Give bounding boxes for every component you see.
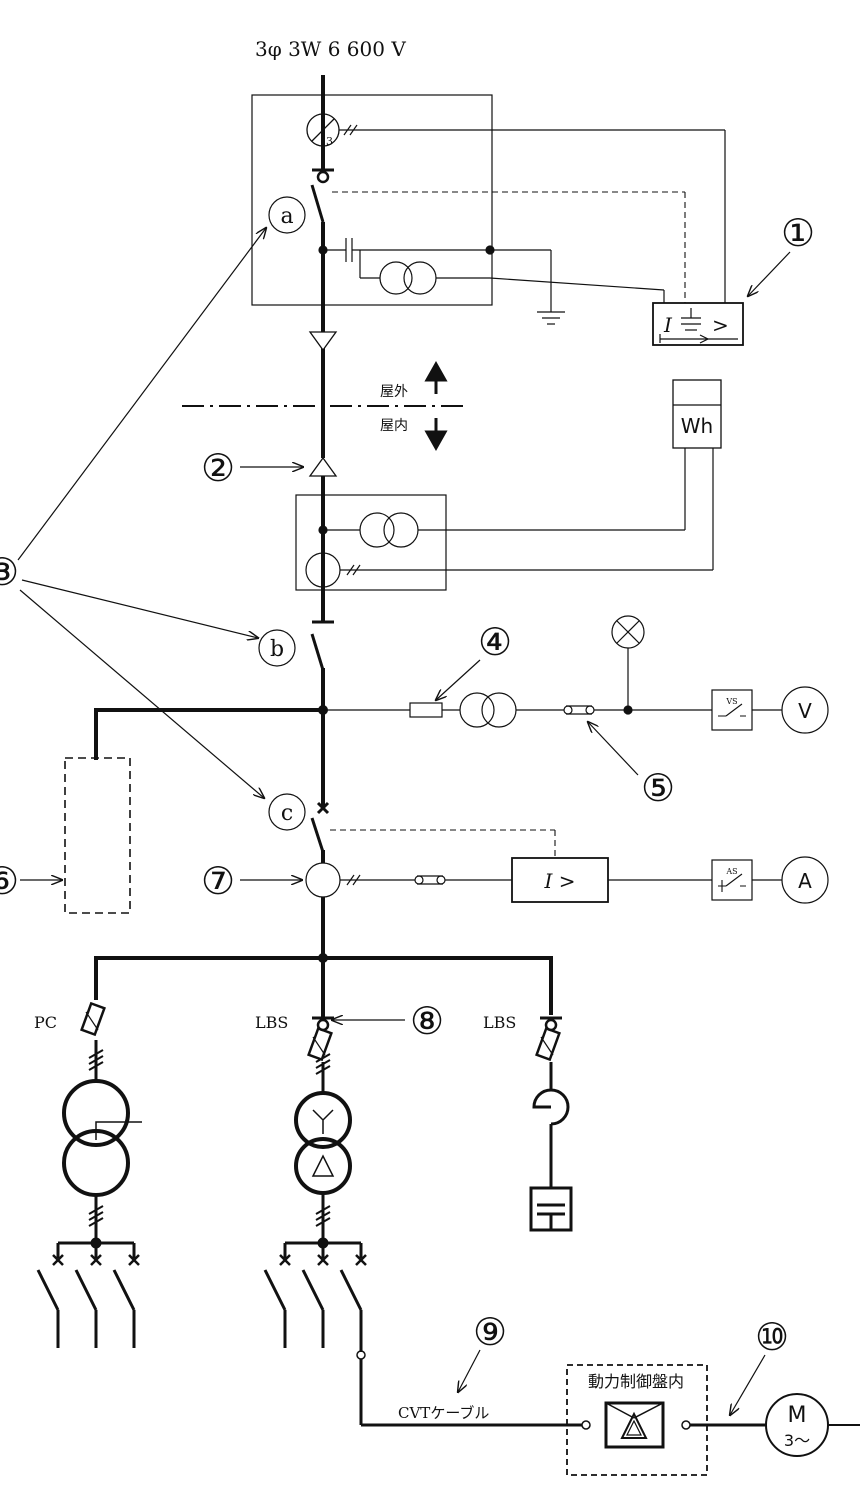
- zct-icon: 3: [306, 113, 726, 303]
- switch-a-circle: [268, 196, 306, 234]
- ground-fault-relay: I >: [652, 302, 744, 346]
- panel-label: 動力制御盤内: [588, 1372, 684, 1391]
- vs-switch-icon: [718, 703, 746, 717]
- callout-1-arrow: [748, 251, 791, 296]
- callout-3-arrow-b: [21, 579, 258, 638]
- callout-3: ③: [0, 550, 19, 594]
- switch-b-label: b: [270, 637, 284, 662]
- outdoor-label: 屋外: [380, 384, 408, 400]
- switch-c-label: c: [281, 801, 293, 826]
- up-arrow-icon: [424, 360, 448, 394]
- watthour-meter: Wh: [672, 379, 722, 570]
- motor-circuit: [356, 1348, 860, 1476]
- cable-head-upper: [308, 331, 338, 352]
- feeder-1: [36, 1001, 142, 1348]
- vs-label: VS: [725, 697, 737, 706]
- switch-c-circle: [268, 793, 306, 831]
- cable-head-lower: [308, 456, 338, 477]
- callout-7: ⑦: [201, 859, 235, 903]
- future-equipment-box: [64, 757, 131, 914]
- callout-3-arrow-c: [19, 589, 264, 798]
- callout-5: ⑤: [641, 766, 675, 810]
- cable-label: CVTケーブル: [398, 1404, 489, 1422]
- vct-group: [305, 512, 713, 588]
- vt-branch: [323, 615, 829, 734]
- callout-4-arrow: [436, 659, 481, 700]
- switch-b-circle: [258, 629, 296, 667]
- callout-2: ②: [201, 446, 235, 490]
- zpd-group: [318, 238, 665, 325]
- svg-text:3: 3: [326, 135, 333, 148]
- ammeter: A: [798, 869, 812, 893]
- bus-node-2: [318, 953, 328, 963]
- svg-text:Wh: Wh: [681, 414, 713, 438]
- switch-a-label: a: [280, 204, 293, 229]
- callout-3-arrow-a: [17, 228, 266, 561]
- breaker-c-icon: [310, 801, 330, 853]
- voltmeter: V: [798, 699, 812, 723]
- as-label: AS: [725, 867, 737, 876]
- callout-6: ⑥: [0, 859, 19, 903]
- svg-text:I: I: [663, 313, 673, 337]
- motor-phase-label: 3～: [784, 1431, 810, 1450]
- callout-4: ④: [478, 620, 512, 664]
- motor-label: M: [788, 1403, 807, 1428]
- callout-10: ⑩: [755, 1315, 789, 1359]
- switch-a-icon: [310, 168, 334, 223]
- feeder-label-pc: PC: [34, 1013, 57, 1032]
- feeder-label-lbs-2: LBS: [483, 1013, 516, 1032]
- callout-10-arrow: [730, 1354, 766, 1415]
- vct-enclosure: [295, 494, 447, 591]
- overcurrent-relay: I >: [543, 869, 575, 893]
- callout-5-arrow: [588, 722, 639, 776]
- indoor-label: 屋内: [380, 418, 408, 434]
- callout-9: ⑨: [473, 1310, 507, 1354]
- svg-text:>: >: [712, 313, 729, 337]
- switch-b-icon: [310, 633, 325, 671]
- as-switch-icon: [718, 873, 746, 892]
- callout-1: ①: [781, 211, 815, 255]
- feeder-2: [263, 1016, 367, 1348]
- feeder-label-lbs-1: LBS: [255, 1013, 288, 1032]
- down-arrow-icon: [424, 418, 448, 452]
- supply-label: 3φ 3W 6 600 V: [255, 37, 406, 61]
- callout-8: ⑧: [410, 999, 444, 1043]
- callout-9-arrow: [458, 1349, 481, 1392]
- pas-enclosure: [251, 94, 493, 306]
- feeder-3: [529, 1016, 573, 1232]
- ct-branch: [305, 856, 829, 904]
